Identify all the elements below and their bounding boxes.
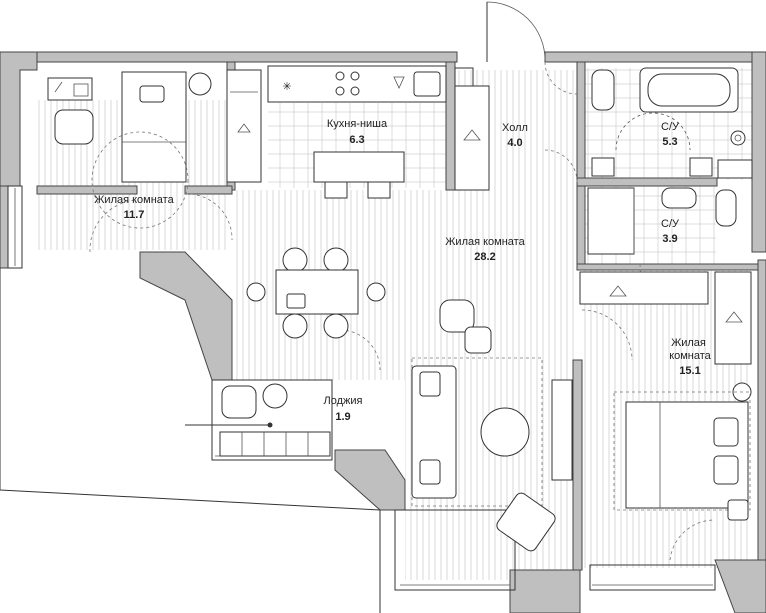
room-name-bedroom-large: Жилая комната (669, 337, 711, 362)
room-name-bedroom-small: Жилая комната (94, 194, 174, 206)
room-area-bedroom-large: 15.1 (679, 365, 700, 377)
room-area-kitchen: 6.3 (349, 134, 364, 146)
room-area-bedroom-small: 11.7 (124, 209, 145, 221)
room-area-living: 28.2 (474, 251, 495, 263)
room-name-bath-2: С/У (661, 218, 680, 230)
bedroom-large-furniture (579, 271, 752, 521)
room-labels: Жилая комната 11.7 Кухня-ниша 6.3 Холл 4… (94, 118, 711, 423)
living-furniture (246, 247, 573, 552)
room-area-bath-1: 5.3 (662, 136, 677, 148)
entrance-door (486, 1, 546, 62)
room-name-bath-1: С/У (661, 121, 680, 133)
room-area-hall: 4.0 (507, 137, 522, 149)
windows (0, 67, 716, 613)
walls (0, 51, 766, 613)
bath-2-fixtures (587, 187, 737, 255)
svg-text:✳: ✳ (282, 81, 291, 93)
room-name-living: Жилая комната (445, 236, 525, 248)
loggia-furniture (185, 383, 331, 457)
room-name-bedroom-large-line2: комната (669, 350, 711, 362)
hall-wardrobe (454, 85, 490, 191)
room-name-loggia: Лоджия (324, 395, 363, 407)
room-name-bedroom-large-line1: Жилая (671, 337, 706, 349)
kitchen-furniture: ✳ (267, 65, 447, 199)
bedroom-small-furniture (47, 69, 262, 229)
bath-1-fixtures (591, 67, 753, 179)
room-name-kitchen: Кухня-ниша (327, 118, 388, 130)
room-area-loggia: 1.9 (335, 411, 350, 423)
room-name-hall: Холл (502, 122, 528, 134)
room-area-bath-2: 3.9 (662, 233, 677, 245)
